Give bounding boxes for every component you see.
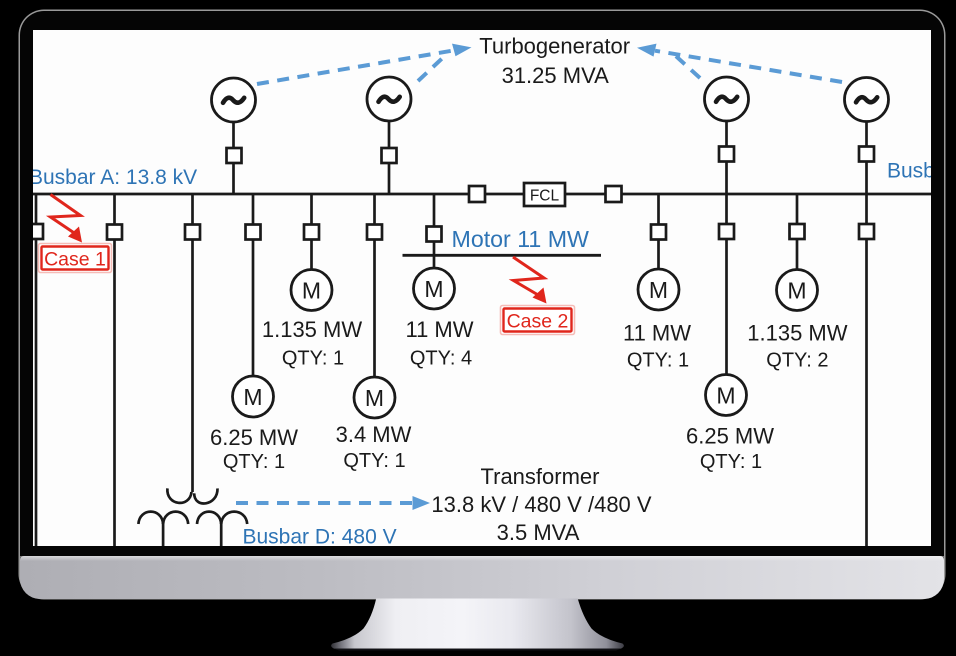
svg-text:31.25 MVA: 31.25 MVA (502, 63, 610, 88)
svg-text:QTY: 4: QTY: 4 (410, 348, 472, 370)
svg-text:M: M (424, 276, 443, 302)
svg-text:M: M (716, 382, 735, 408)
svg-text:1.135 MW: 1.135 MW (747, 321, 847, 346)
svg-text:FCL: FCL (530, 188, 560, 205)
svg-text:M: M (302, 277, 321, 303)
svg-text:M: M (787, 277, 806, 303)
svg-text:QTY: 2: QTY: 2 (766, 350, 828, 372)
svg-text:Transformer: Transformer (481, 464, 600, 489)
svg-text:1.135 MW: 1.135 MW (262, 317, 362, 342)
svg-text:Turbogenerator: Turbogenerator (479, 34, 630, 59)
svg-text:QTY: 1: QTY: 1 (700, 451, 762, 473)
svg-text:11 MW: 11 MW (623, 321, 691, 346)
svg-text:3.5 MVA: 3.5 MVA (497, 520, 580, 545)
svg-text:3.4 MW: 3.4 MW (336, 422, 412, 447)
svg-text:Motor 11 MW: Motor 11 MW (452, 226, 590, 252)
svg-text:Busbar D: 480 V: Busbar D: 480 V (243, 526, 397, 547)
svg-text:6.25 MW: 6.25 MW (686, 424, 774, 449)
svg-text:13.8 kV / 480 V /480 V: 13.8 kV / 480 V /480 V (431, 492, 651, 517)
svg-text:M: M (365, 385, 384, 411)
svg-text:11 MW: 11 MW (405, 317, 473, 342)
svg-text:QTY: 1: QTY: 1 (343, 450, 405, 472)
svg-text:Case 2: Case 2 (507, 311, 569, 333)
svg-text:M: M (649, 277, 668, 303)
svg-text:6.25 MW: 6.25 MW (210, 425, 298, 450)
svg-text:QTY: 1: QTY: 1 (223, 451, 285, 473)
svg-text:QTY: 1: QTY: 1 (282, 348, 344, 370)
svg-text:M: M (243, 384, 262, 410)
svg-text:Case 1: Case 1 (44, 249, 106, 271)
svg-text:Busbar B: 13.8 kV: Busbar B: 13.8 kV (887, 160, 931, 183)
svg-text:Busbar A: 13.8 kV: Busbar A: 13.8 kV (33, 166, 197, 189)
svg-text:QTY: 1: QTY: 1 (627, 350, 689, 372)
